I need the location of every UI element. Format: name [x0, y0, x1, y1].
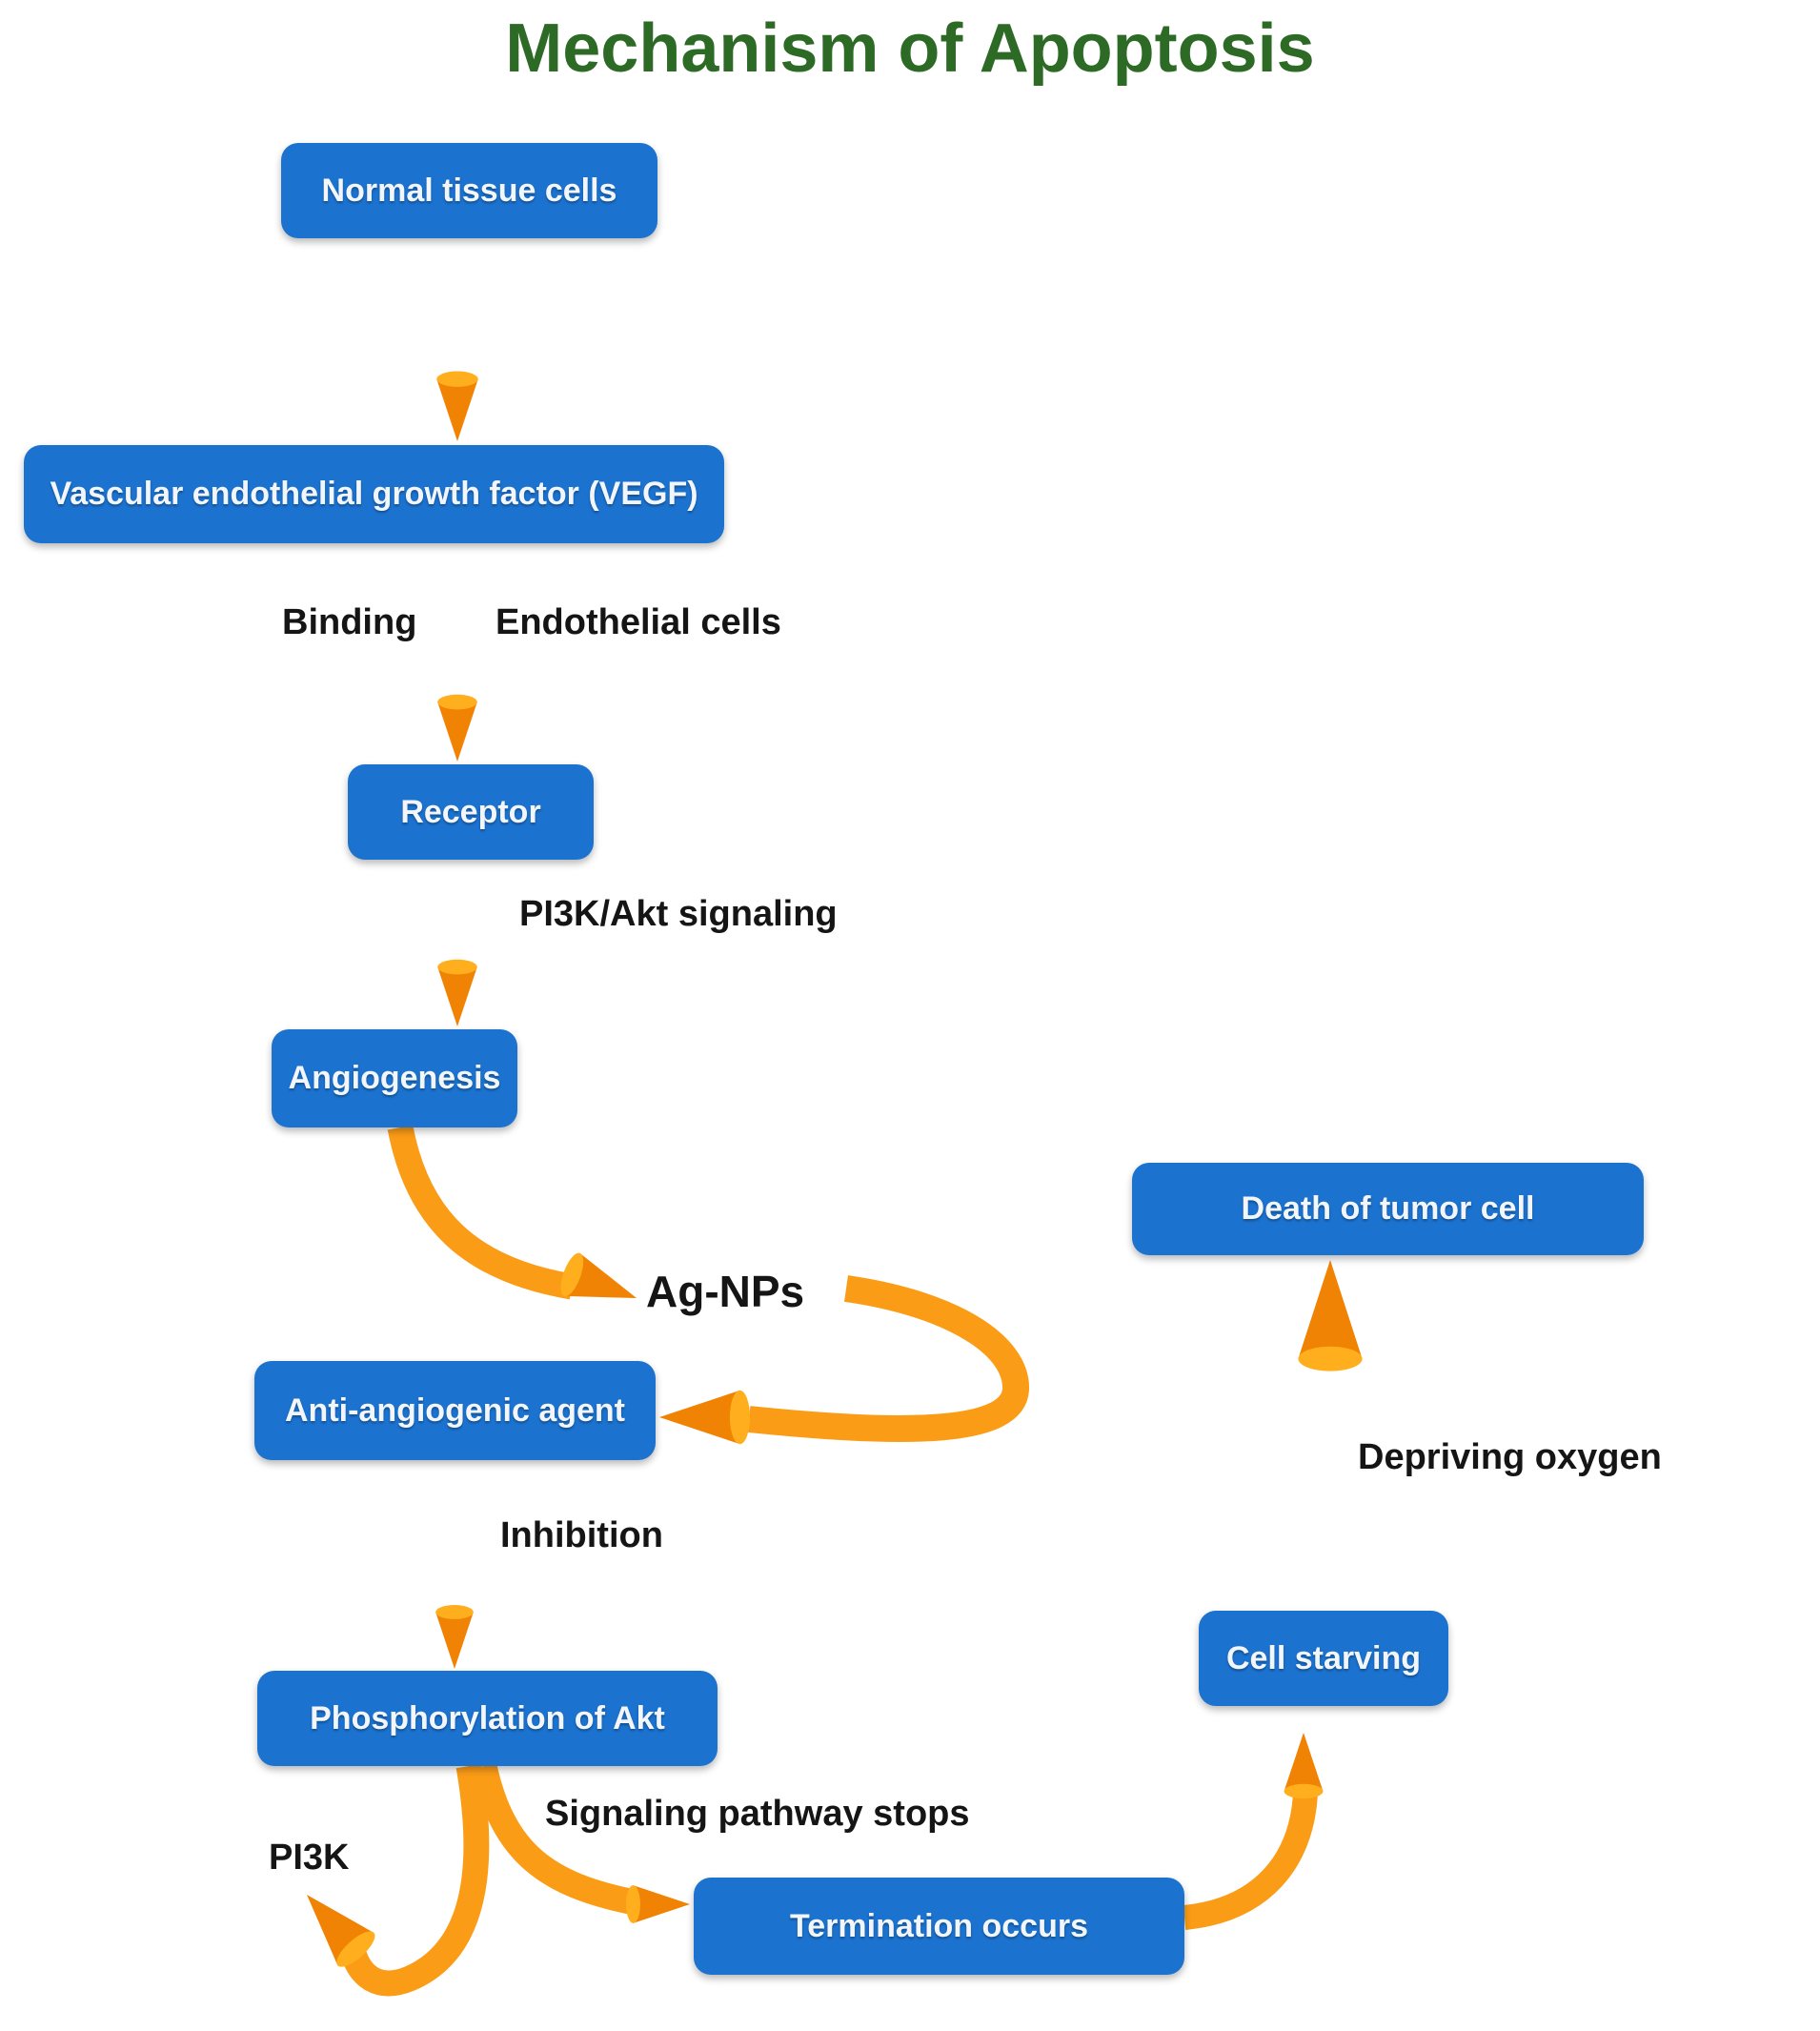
edge-label-binding: Binding [282, 602, 417, 642]
arrowhead-phosphorylation-to-termination [626, 1885, 690, 1923]
arrow-termination-to-cellstarving [1183, 1792, 1318, 1930]
node-cell-starving: Cell starving [1199, 1611, 1448, 1706]
page-title: Mechanism of Apoptosis [505, 10, 1315, 87]
edge-label-ag-nps: Ag-NPs [646, 1267, 805, 1316]
edge-label-inhibition: Inhibition [500, 1515, 663, 1555]
arrow-angiogenesis-to-agnps [387, 1125, 575, 1300]
arrowhead-normal-to-vegf [436, 371, 478, 441]
edge-label-depriving-oxygen: Depriving oxygen [1358, 1437, 1662, 1477]
node-anti-angiogenic-agent: Anti-angiogenic agent [254, 1361, 656, 1460]
arrowhead-anti-to-phosphorylation [435, 1605, 474, 1669]
node-death-of-tumor-cell: Death of tumor cell [1132, 1163, 1644, 1255]
arrowhead-cellstarving-to-death [1298, 1260, 1363, 1371]
node-normal-tissue-cells: Normal tissue cells [281, 143, 657, 238]
edge-label-endothelial-cells: Endothelial cells [495, 602, 781, 642]
edge-label-pi3k: PI3K [269, 1838, 350, 1878]
node-vegf: Vascular endothelial growth factor (VEGF… [24, 445, 724, 543]
node-termination-occurs: Termination occurs [694, 1878, 1184, 1975]
arrowhead-vegf-to-receptor [437, 694, 477, 762]
arrowhead-agnps-loop-to-anti [659, 1390, 751, 1445]
arrow-phosphorylation-to-pi3k [341, 1763, 490, 1997]
arrowhead-angiogenesis-to-agnps [556, 1249, 645, 1320]
edge-label-pi3k-akt-signaling: PI3K/Akt signaling [519, 894, 838, 934]
node-phosphorylation-of-akt: Phosphorylation of Akt [257, 1671, 718, 1766]
arrowhead-termination-to-cellstarving [1284, 1733, 1324, 1799]
arrow-phosphorylation-to-termination [471, 1763, 637, 1916]
edge-label-signaling-pathway-stops: Signaling pathway stops [545, 1794, 970, 1834]
arrow-agnps-loop-to-anti [747, 1275, 1029, 1442]
arrowhead-receptor-to-angiogenesis [437, 959, 477, 1026]
node-receptor: Receptor [348, 764, 594, 860]
node-angiogenesis: Angiogenesis [272, 1029, 517, 1127]
